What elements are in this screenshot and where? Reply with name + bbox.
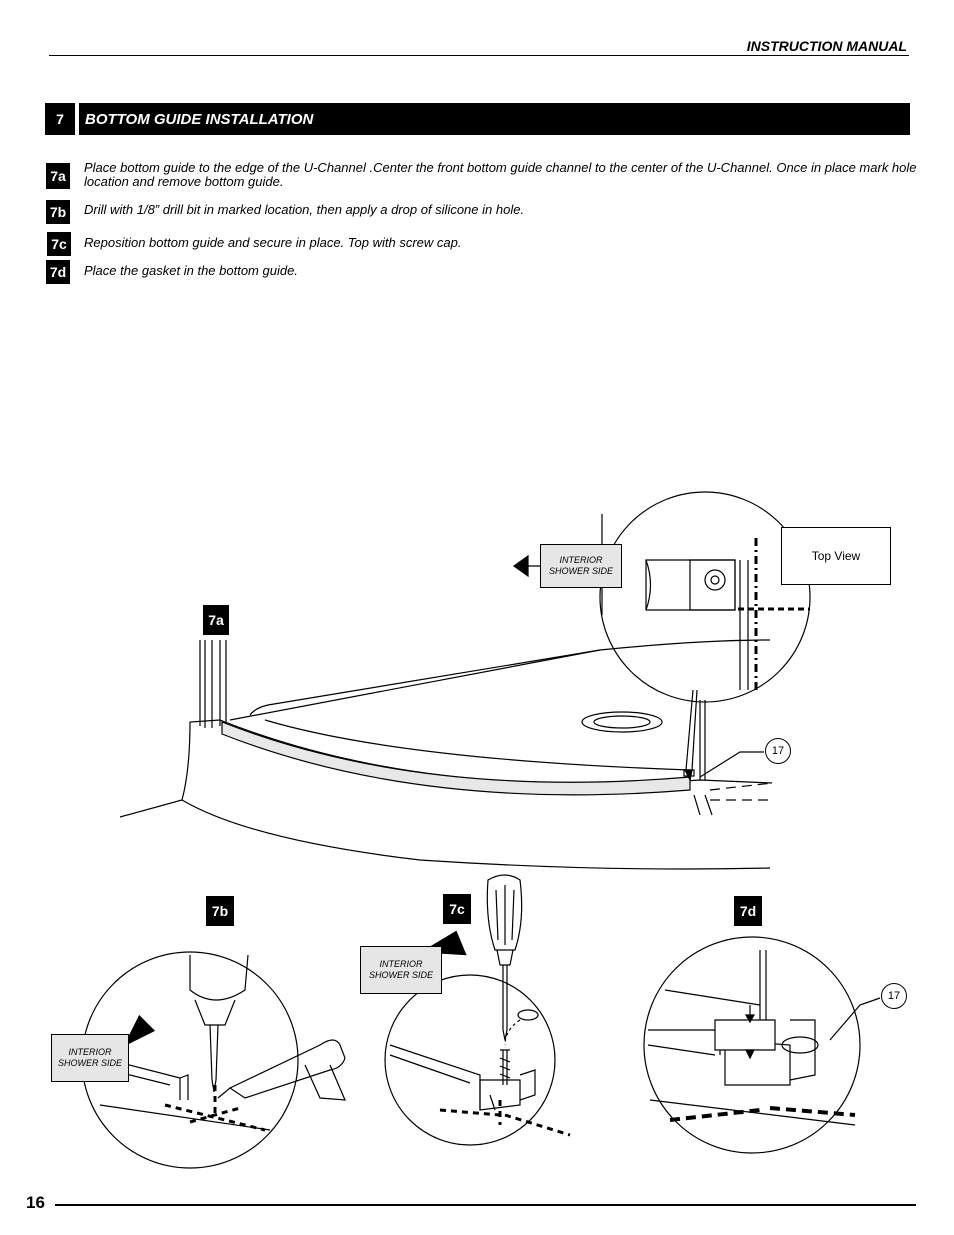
step-badge-7b: 7b	[46, 200, 70, 224]
step-text-7a: Place bottom guide to the edge of the U-…	[84, 160, 917, 189]
step-text-7c: Reposition bottom guide and secure in pl…	[84, 235, 462, 250]
figure-badge-7c: 7c	[443, 894, 471, 924]
figure-7b-drill-circle	[81, 951, 346, 1169]
interior-shower-side-label-7b: INTERIOR SHOWER SIDE	[51, 1034, 129, 1082]
part-callout-17-7a: 17	[765, 738, 791, 764]
section-number: 7	[45, 103, 75, 135]
interior-label-line2: SHOWER SIDE	[548, 566, 613, 576]
figure-7a-shower-base	[119, 639, 773, 870]
interior-label-line1: INTERIOR	[559, 555, 603, 565]
figure-badge-7a: 7a	[203, 605, 229, 635]
figure-7d-gasket-circle	[643, 936, 881, 1154]
step-text-7d: Place the gasket in the bottom guide.	[84, 263, 298, 278]
step-text-7b: Drill with 1/8” drill bit in marked loca…	[84, 202, 525, 217]
interior-label-line1: INTERIOR	[379, 959, 423, 969]
interior-label-line2: SHOWER SIDE	[57, 1058, 122, 1068]
step-badge-7d: 7d	[46, 260, 70, 284]
interior-shower-side-label-7a: INTERIOR SHOWER SIDE	[540, 544, 622, 588]
manual-title: INSTRUCTION MANUAL	[746, 38, 907, 54]
page-number: 16	[26, 1193, 45, 1212]
figure-badge-7d: 7d	[734, 896, 762, 926]
top-view-label: Top View	[781, 527, 891, 585]
figure-badge-7b: 7b	[206, 896, 234, 926]
interior-label-line1: INTERIOR	[68, 1047, 112, 1057]
interior-shower-side-label-7c: INTERIOR SHOWER SIDE	[360, 946, 442, 994]
section-title: BOTTOM GUIDE INSTALLATION	[79, 103, 910, 135]
step-badge-7c: 7c	[47, 232, 71, 256]
part-callout-17-7d: 17	[881, 983, 907, 1009]
header-rule	[49, 55, 909, 56]
interior-label-line2: SHOWER SIDE	[368, 970, 433, 980]
figure-7a-top-view-circle	[599, 491, 811, 703]
step-badge-7a: 7a	[46, 163, 70, 189]
arrow-left-icon	[512, 554, 540, 578]
footer-rule	[55, 1204, 916, 1206]
figure-7c-screw-circle	[384, 874, 571, 1146]
